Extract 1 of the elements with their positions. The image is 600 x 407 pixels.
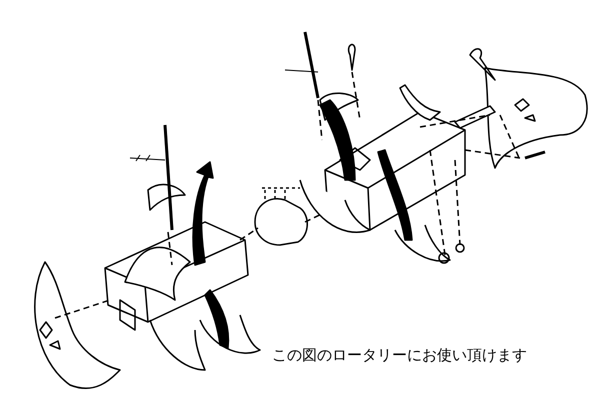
caption-note: この図のロータリーにお使い頂けます (272, 346, 527, 365)
